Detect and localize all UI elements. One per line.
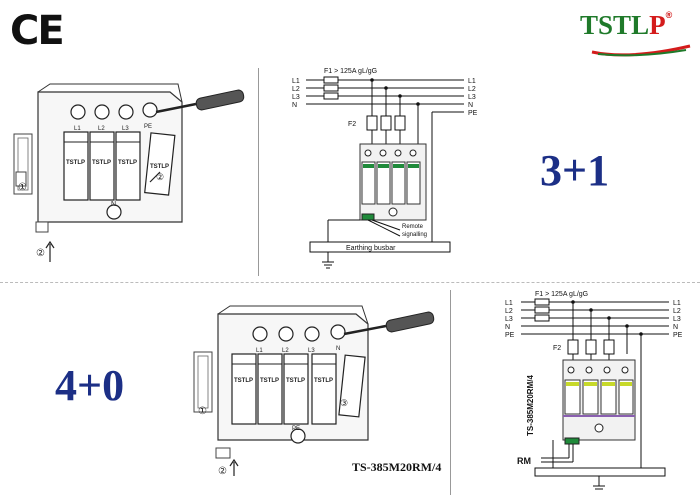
module-brand: TSTLP [66, 160, 85, 166]
brand-letter: T [613, 10, 632, 40]
device-illustration-3plus1: L1 L2 L3 PE N TSTLP TSTLP TSTLP TSTLP ① … [13, 83, 245, 262]
fuse-rating-label: F1 > 125A gL/gG [535, 291, 588, 298]
remote-label: signalling [402, 232, 427, 238]
line-label-right: L3 [673, 316, 681, 323]
line-label-right: L3 [468, 94, 476, 101]
line-label-right: L2 [468, 86, 476, 93]
line-label-left: L2 [292, 86, 300, 93]
config-label-3plus1: 3+1 [540, 146, 610, 195]
terminal-label: N [111, 201, 116, 208]
registered-mark: ® [665, 10, 673, 20]
module-brand: TSTLP [92, 160, 111, 166]
module-brand: TSTLP [314, 378, 333, 384]
step-marker: ① [198, 406, 207, 417]
brand-swoosh-icon [591, 44, 691, 57]
terminal-label: L1 [256, 348, 263, 354]
panel-divider [258, 68, 259, 276]
brand-letter: L [631, 10, 650, 40]
step-marker: ② [156, 172, 164, 182]
fuse2-label: F2 [348, 121, 356, 128]
module-brand: TSTLP [118, 160, 137, 166]
line-label-right: N [468, 102, 473, 109]
line-label-left: PE [505, 332, 515, 339]
panel-divider [450, 290, 451, 495]
remote-label: Remote [402, 224, 424, 230]
step-marker: ③ [340, 398, 348, 408]
line-label-right: L2 [673, 308, 681, 315]
terminal-label: PE [144, 124, 152, 130]
terminal-label: L2 [282, 348, 289, 354]
vertical-model-label: TS-385M20RM/4 [526, 375, 535, 436]
wiring-schematic-3plus1: F1 > 125A gL/gG F2 L1 L2 L3 N L1 L2 L3 N… [292, 68, 478, 269]
line-label-right: N [673, 324, 678, 331]
busbar-label: Earthing busbar [346, 245, 396, 252]
terminal-label: PE [292, 426, 300, 432]
module-brand: TSTLP [260, 378, 279, 384]
line-label-right: PE [468, 110, 478, 117]
line-label-left: L1 [505, 300, 513, 307]
section-divider [0, 282, 700, 283]
step-marker: ② [218, 466, 227, 477]
brand-letter: T [580, 10, 599, 40]
brand-logo: TSTLP® [580, 10, 672, 41]
line-label-right: L1 [468, 78, 476, 85]
line-label-left: N [505, 324, 510, 331]
terminal-label: L1 [74, 126, 81, 132]
terminal-label: N [336, 346, 340, 352]
fuse-rating-label: F1 > 125A gL/gG [324, 68, 377, 75]
wiring-schematic-4plus0: F1 > 125A gL/gG F2 L1 L2 L3 N PE L1 L2 L… [505, 291, 683, 490]
fuse2-label: F2 [553, 345, 561, 352]
line-label-right: L1 [673, 300, 681, 307]
ce-mark: CE [10, 8, 65, 54]
module-brand: TSTLP [286, 378, 305, 384]
rm-label: RM [517, 456, 531, 466]
terminal-label: L3 [122, 126, 129, 132]
config-label-4plus0: 4+0 [55, 361, 125, 410]
module-brand: TSTLP [150, 164, 169, 170]
line-label-left: N [292, 102, 297, 109]
model-caption: TS-385M20RM/4 [352, 460, 442, 474]
terminal-label: L3 [308, 348, 315, 354]
terminal-label: L2 [98, 126, 105, 132]
module-brand: TSTLP [234, 378, 253, 384]
line-label-left: L3 [292, 94, 300, 101]
brand-letter: P [649, 10, 666, 40]
brand-letter: S [598, 10, 614, 40]
line-label-left: L1 [292, 78, 300, 85]
step-marker: ① [18, 182, 27, 193]
step-marker: ② [36, 248, 45, 259]
line-label-right: PE [673, 332, 683, 339]
line-label-left: L2 [505, 308, 513, 315]
line-label-left: L3 [505, 316, 513, 323]
device-illustration-4plus0: L1 L2 L3 N PE TSTLP TSTLP TSTLP TSTLP ① … [193, 305, 435, 477]
